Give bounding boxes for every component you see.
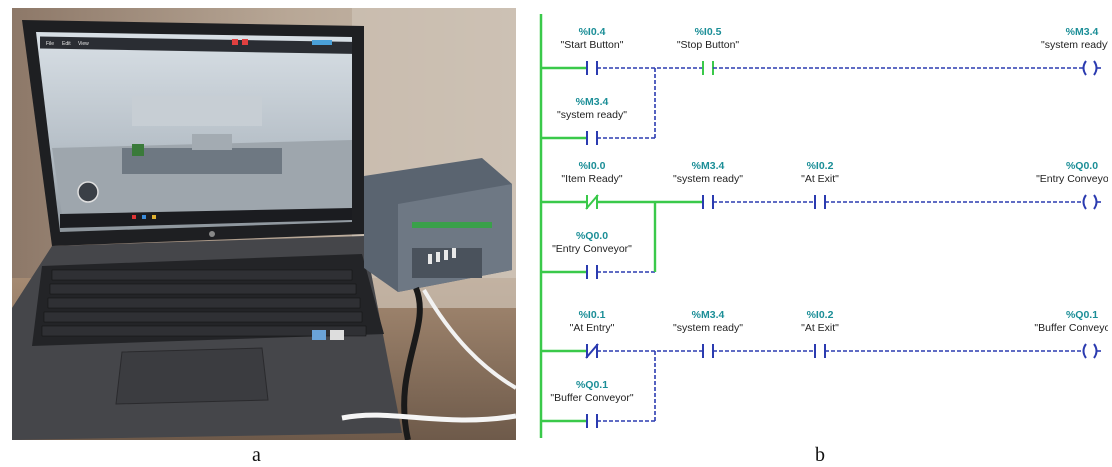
branch-address: %Q0.0 (576, 230, 608, 242)
contact-2-2 (702, 195, 714, 209)
branch-address: %M3.4 (576, 96, 609, 108)
contact-1-2 (702, 61, 714, 75)
screen-taskbar (60, 208, 352, 228)
branch-contact-2 (586, 265, 598, 279)
contact-address: %I0.0 (579, 160, 606, 172)
coil-3 (1082, 343, 1098, 359)
toolbar-item-view: View (78, 41, 89, 47)
contact-tag: "Item Ready" (561, 173, 622, 185)
photo-panel: File Edit View (12, 8, 516, 440)
contact-3-2 (702, 344, 714, 358)
contact-tag: "At Entry" (570, 322, 615, 334)
ladder-diagram-panel: %I0.4"Start Button" %I0.5"Stop Button" %M3… (530, 8, 1112, 440)
contact-3-3 (814, 344, 826, 358)
navigation-widget-icon (77, 181, 99, 203)
contact-tag: "Stop Button" (677, 39, 740, 51)
contact-tag: "system ready" (673, 173, 743, 185)
branch-contact-1 (586, 131, 598, 145)
coil-1 (1082, 60, 1098, 76)
coil-address: %Q0.1 (1066, 309, 1098, 321)
sticker-icon (312, 330, 326, 340)
contact-address: %I0.4 (579, 26, 606, 38)
coil-address: %Q0.0 (1066, 160, 1098, 172)
caption-b: b (815, 444, 825, 466)
contact-address: %I0.5 (695, 26, 722, 38)
toolbar-item-edit: Edit (62, 41, 71, 47)
contact-address: %M3.4 (692, 309, 725, 321)
caption-a: a (252, 444, 261, 466)
ladder-diagram: %I0.4"Start Button" %I0.5"Stop Button" %M3… (539, 14, 1112, 438)
contact-tag: "At Exit" (801, 173, 839, 185)
conveyor-model (122, 148, 282, 174)
contact-tag: "At Exit" (801, 322, 839, 334)
coil-tag: "system ready" (1041, 39, 1108, 51)
branch-tag: "Entry Conveyor" (552, 243, 632, 255)
touchpad (115, 347, 269, 405)
contact-address: %I0.1 (579, 309, 606, 321)
ethernet-cable (422, 288, 516, 390)
coil-tag: "Entry Conveyor" (1036, 173, 1108, 185)
branch-contact-3 (586, 414, 598, 428)
coil-address: %M3.4 (1066, 26, 1099, 38)
contact-1-1 (586, 61, 598, 75)
contact-address: %I0.2 (807, 160, 834, 172)
coil-tag: "Buffer Conveyor" (1034, 322, 1108, 334)
contact-address: %I0.2 (807, 309, 834, 321)
branch-address: %Q0.1 (576, 379, 608, 391)
screen-toolbar: File Edit View (46, 39, 332, 47)
contact-2-3 (814, 195, 826, 209)
contact-tag: "system ready" (673, 322, 743, 334)
contact-tag: "Start Button" (561, 39, 624, 51)
contact-address: %M3.4 (692, 160, 725, 172)
toolbar-item-file: File (46, 41, 54, 47)
branch-tag: "system ready" (557, 109, 627, 121)
laptop-plc-photo: File Edit View (12, 8, 516, 440)
coil-2 (1082, 194, 1098, 210)
contact-3-1 (585, 343, 599, 359)
contact-2-1 (585, 194, 599, 210)
branch-tag: "Buffer Conveyor" (550, 392, 633, 404)
